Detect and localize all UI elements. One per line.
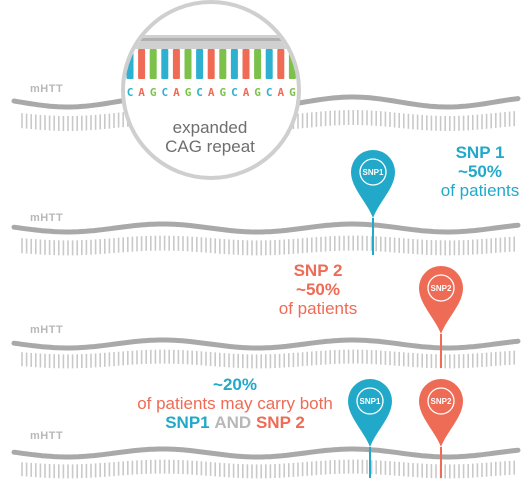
snp1-info-percent: ~50% <box>458 162 502 182</box>
pin-ring <box>356 387 384 415</box>
snp2-pin-row3: SNP2 <box>419 266 463 368</box>
snp2-info: SNP 2 ~50% of patients <box>262 261 374 318</box>
snp1-info: SNP 1 ~50% of patients <box>424 143 532 200</box>
base-bar <box>207 49 215 79</box>
snp1-info-title: SNP 1 <box>455 143 505 162</box>
pin-label: SNP1 <box>363 168 384 177</box>
pin-label: SNP1 <box>360 397 381 406</box>
pin-ring <box>427 274 455 302</box>
both-info: ~20% of patients may carry both SNP1 AND… <box>120 375 350 432</box>
snp2-pin-row4: SNP2 <box>419 379 463 478</box>
both-info-snp1: SNP1 <box>165 413 210 433</box>
pin-body <box>351 150 395 218</box>
pin-body <box>419 379 463 447</box>
base-bar <box>219 49 227 79</box>
base-letter: G <box>219 86 226 99</box>
tick-marks <box>21 459 516 479</box>
base-bar <box>254 49 262 79</box>
snp1-pin-row2: SNP1 <box>351 150 395 255</box>
pin-body <box>419 266 463 334</box>
dna-strand-row2 <box>11 221 521 256</box>
pin-body <box>348 379 392 447</box>
base-letter: A <box>277 86 284 99</box>
base-bar <box>149 49 157 79</box>
gene-label-row1: mHTT <box>30 83 64 95</box>
strand-line <box>11 337 521 351</box>
both-info-snp2: SNP 2 <box>255 413 305 433</box>
tick-marks <box>21 235 516 256</box>
base-letter: G <box>254 86 261 99</box>
pin-label: SNP2 <box>431 397 452 406</box>
pin-label: SNP2 <box>431 284 452 293</box>
base-bar <box>265 49 273 79</box>
base-letter: A <box>208 86 215 99</box>
snp2-info-subtitle: of patients <box>278 299 358 319</box>
base-letter: A <box>243 86 250 99</box>
dna-strand-row3 <box>11 337 521 369</box>
base-bar <box>196 49 204 79</box>
base-letter: G <box>289 86 296 99</box>
zoom-caption-line2: CAG repeat <box>165 137 255 157</box>
strand-line <box>11 221 521 235</box>
base-letter: G <box>185 86 192 99</box>
base-bar <box>161 49 169 79</box>
snp1-info-subtitle: of patients <box>440 181 520 201</box>
base-bar <box>242 49 250 79</box>
dna-strand-row4 <box>11 446 521 479</box>
base-letter: C <box>231 86 238 99</box>
base-letter: C <box>161 86 168 99</box>
base-bar <box>172 49 180 79</box>
gene-label-row4: mHTT <box>30 430 64 442</box>
both-info-percent: ~20% <box>213 375 257 394</box>
zoom-caption: expanded CAG repeat <box>140 118 280 156</box>
strand-line <box>11 446 521 460</box>
both-info-and: AND <box>214 413 252 433</box>
gene-label-row2: mHTT <box>30 212 64 224</box>
both-info-line2: of patients may carry both <box>137 394 333 414</box>
base-bar <box>138 49 146 79</box>
zoom-caption-line1: expanded <box>172 118 248 137</box>
base-letter: G <box>150 86 157 99</box>
base-letter: C <box>266 86 273 99</box>
base-bar <box>230 49 238 79</box>
base-letter: A <box>173 86 180 99</box>
snp1-pin-row4: SNP1 <box>348 379 392 478</box>
zoom-strand-top-edge <box>125 38 297 41</box>
base-letter: C <box>196 86 203 99</box>
gene-label-row3: mHTT <box>30 324 64 336</box>
base-bar <box>277 49 285 79</box>
pin-ring <box>359 158 387 186</box>
snp2-info-percent: ~50% <box>296 280 340 300</box>
base-letter: A <box>138 86 145 99</box>
base-bar <box>184 49 192 79</box>
pin-ring <box>427 387 455 415</box>
snp2-info-title: SNP 2 <box>293 261 343 280</box>
base-letter: C <box>127 86 134 99</box>
